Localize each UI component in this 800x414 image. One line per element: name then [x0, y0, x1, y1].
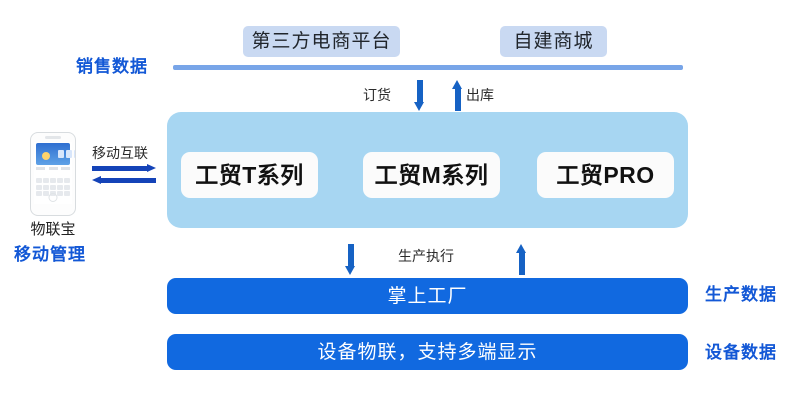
app-icon — [43, 178, 49, 183]
product-box-gongmao-t-series: 工贸T系列 — [181, 152, 318, 198]
arrow-left-mobile-icon — [92, 176, 156, 184]
phone-stats-row — [36, 167, 70, 174]
product-box-gongmao-m-series: 工贸M系列 — [363, 152, 500, 198]
stat-block — [36, 167, 45, 170]
flow-caption-order: 订货 — [363, 87, 391, 103]
app-icon — [57, 184, 63, 190]
phone-screen — [34, 142, 75, 204]
layer-label-sales: 销售数据 — [76, 57, 148, 76]
app-icon — [64, 178, 70, 183]
stat-block — [61, 167, 70, 170]
channel-pill-self-built-mall: 自建商城 — [500, 26, 607, 57]
stat-block — [48, 167, 58, 170]
banner-chip-icon — [74, 150, 75, 158]
bar-palm-factory: 掌上工厂 — [167, 278, 688, 314]
flow-caption-mobile-internet: 移动互联 — [92, 145, 148, 161]
bar-device-iot: 设备物联，支持多端显示 — [167, 334, 688, 370]
arrow-right-mobile-icon — [92, 164, 156, 172]
app-icon — [57, 178, 63, 183]
layer-label-production: 生产数据 — [705, 285, 777, 304]
banner-chip-icon — [66, 150, 72, 158]
app-icon — [64, 191, 70, 196]
app-icon — [43, 184, 49, 190]
flow-caption-outbound: 出库 — [466, 87, 494, 103]
app-icon — [50, 184, 56, 190]
mobile-phone-mockup — [30, 132, 76, 216]
platform-panel: 工贸T系列 工贸M系列 工贸PRO — [167, 112, 688, 228]
app-icon — [36, 184, 42, 190]
sales-divider-line — [173, 65, 683, 70]
device-caption-wulianbao: 物联宝 — [30, 221, 76, 238]
app-icon — [36, 191, 42, 196]
app-icon — [57, 191, 63, 196]
banner-sun-icon — [42, 152, 50, 160]
app-icon — [43, 191, 49, 196]
banner-chip-icon — [58, 150, 64, 158]
layer-label-device: 设备数据 — [705, 343, 777, 362]
flow-caption-production-execution: 生产执行 — [398, 248, 454, 264]
app-icon — [50, 178, 56, 183]
layer-label-mobile-management: 移动管理 — [14, 245, 86, 264]
product-box-gongmao-pro: 工贸PRO — [537, 152, 674, 198]
channel-pill-third-party-ecommerce: 第三方电商平台 — [243, 26, 400, 57]
app-icon — [64, 184, 70, 190]
phone-speaker-icon — [45, 136, 61, 139]
phone-home-button-icon — [48, 193, 58, 202]
app-icon — [36, 178, 42, 183]
phone-banner-image — [36, 143, 75, 165]
